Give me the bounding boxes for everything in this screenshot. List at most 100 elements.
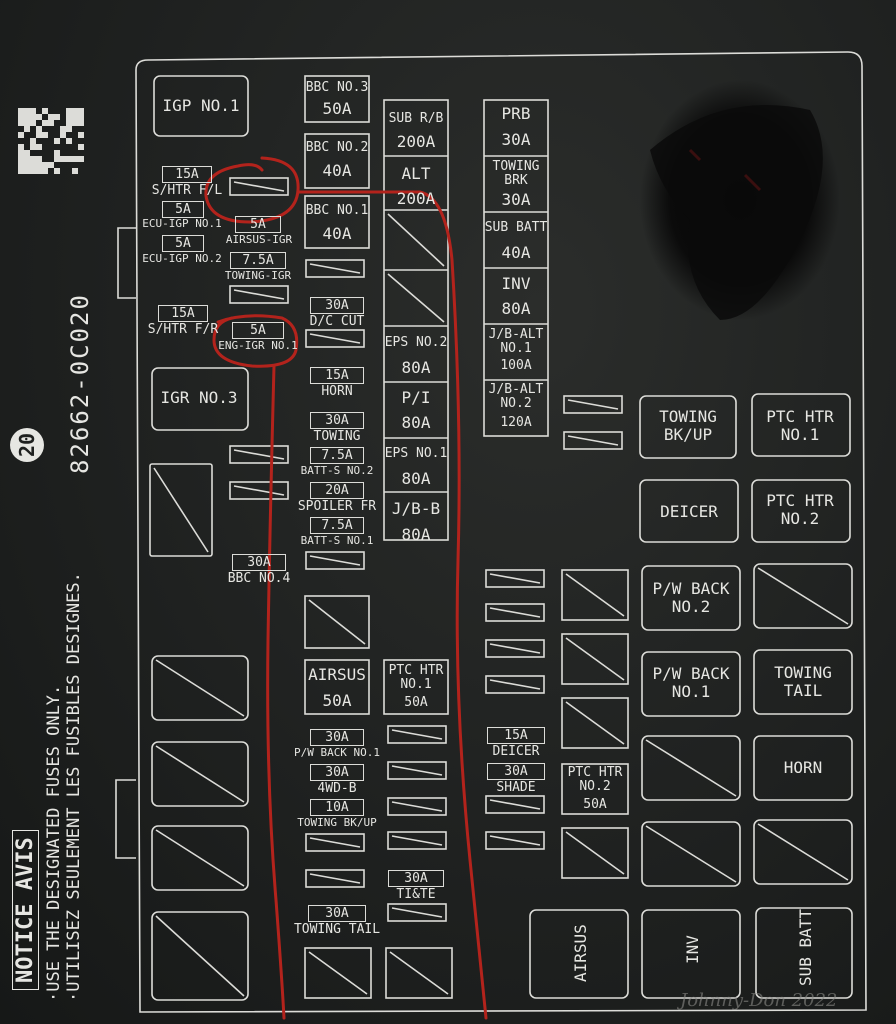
qr-module	[60, 132, 66, 138]
empty-mini-slot-diagonal	[309, 837, 361, 848]
qr-module	[42, 120, 48, 126]
empty-mini-slot	[485, 831, 545, 850]
empty-fuse-slot-diagonal	[565, 701, 625, 745]
qr-module	[78, 114, 84, 120]
fuse-4wd-amp: 30A	[310, 764, 364, 781]
empty-relay-slot-diagonal	[155, 745, 245, 803]
relay-ptc-htr-no2: PTC HTR NO.2	[766, 491, 834, 528]
fuse-ecu-igp2-amp: 5A	[162, 235, 204, 252]
qr-module	[54, 156, 60, 162]
empty-mini-slot-diagonal	[567, 435, 619, 446]
empty-mini-slot	[387, 831, 447, 850]
fuse-spoiler-amp: 20A	[310, 482, 364, 499]
qr-module	[30, 162, 36, 168]
empty-slot-diagonal	[387, 213, 445, 267]
empty-mini-slot-diagonal	[391, 801, 443, 812]
fuse-bbc2: BBC NO.2	[305, 140, 369, 155]
empty-fuse-slot	[561, 827, 629, 879]
relay-pw-back-no1: P/W BACK NO.1	[652, 664, 730, 701]
fuse-prb: PRB	[501, 104, 531, 123]
empty-mini-slot-diagonal	[489, 607, 541, 618]
fuse-jb-alt2-amp: 120A	[500, 415, 532, 430]
fuse-dc-cut: D/C CUT	[309, 314, 365, 329]
relay-ptc-htr-no1-box	[751, 393, 851, 457]
empty-mini-slot-diagonal	[233, 289, 285, 300]
fuse-towing-igr-amp: 7.5A	[230, 252, 286, 269]
qr-module	[18, 150, 24, 156]
qr-module	[18, 144, 24, 150]
fuse-pw-back1: P/W BACK NO.1	[293, 746, 381, 759]
fuse-bbc1: BBC NO.1	[305, 203, 369, 218]
empty-relay-slot	[641, 735, 741, 801]
qr-module	[30, 168, 36, 174]
fuse-jb-b-amp: 80A	[401, 525, 431, 544]
qr-module	[30, 114, 36, 120]
fuse-ptc-htr2-amp: 50A	[583, 797, 607, 812]
qr-module	[78, 132, 84, 138]
qr-module	[36, 156, 42, 162]
qr-module	[18, 108, 24, 114]
qr-module	[36, 114, 42, 120]
fuse-bbc3-amp: 50A	[322, 99, 352, 118]
empty-relay-slot-diagonal	[155, 659, 245, 717]
empty-fuse-slot-diagonal	[308, 951, 368, 995]
empty-mini-slot	[485, 795, 545, 814]
empty-mini-slot	[485, 569, 545, 588]
empty-mini-slot	[485, 675, 545, 694]
empty-mini-slot	[563, 431, 623, 450]
empty-relay-slot	[149, 463, 213, 557]
fuse-horn-amp: 15A	[310, 367, 364, 384]
fuse-shade-amp: 30A	[487, 763, 545, 780]
qr-module	[24, 126, 30, 132]
relay-deicer: DEICER	[660, 502, 718, 521]
empty-mini-slot-diagonal	[489, 573, 541, 584]
empty-relay-slot	[641, 821, 741, 887]
fuse-pw-back1-amp: 30A	[310, 729, 364, 746]
qr-module	[72, 168, 78, 174]
fuse-jb-alt1: J/B-ALT NO.1	[488, 327, 544, 357]
relay-deicer-box	[639, 479, 739, 543]
empty-relay-slot-diagonal	[757, 823, 849, 881]
empty-mini-slot	[387, 903, 447, 922]
qr-module	[72, 120, 78, 126]
qr-module	[54, 150, 60, 156]
fuse-bbc4-amp: 30A	[232, 554, 286, 571]
fuse-sub-rb-amp: 200A	[396, 132, 436, 151]
empty-mini-slot	[305, 259, 365, 278]
relay-towing-tail: TOWING TAIL	[774, 663, 832, 700]
qr-module	[48, 114, 54, 120]
qr-module	[24, 150, 30, 156]
panel-outline	[135, 51, 867, 1013]
qr-module	[42, 108, 48, 114]
empty-fuse-slot	[304, 595, 370, 649]
watermark: Johnny-Don 2022	[680, 990, 838, 1011]
empty-fuse-slot	[561, 569, 629, 621]
empty-mini-slot-diagonal	[391, 835, 443, 846]
qr-module	[48, 162, 54, 168]
fuse-prb-amp: 30A	[501, 130, 531, 149]
empty-relay-slot-diagonal	[155, 829, 245, 887]
qr-module	[72, 108, 78, 114]
qr-module	[54, 114, 60, 120]
fuse-pi-amp: 80A	[401, 413, 431, 432]
empty-fuse-slot	[561, 633, 629, 685]
fuse-dc-cut-amp: 30A	[310, 297, 364, 314]
fuse-ptc-htr2-box	[561, 763, 629, 815]
fuse-inv: INV	[501, 274, 531, 293]
qr-module	[18, 132, 24, 138]
qr-module	[78, 120, 84, 126]
fuse-airsus: AIRSUS	[308, 665, 366, 684]
relay-inv-box	[641, 909, 741, 999]
fuse-ptc-htr1-amp: 50A	[404, 695, 428, 710]
qr-module	[30, 156, 36, 162]
fuse-bbc3-box	[304, 75, 370, 123]
qr-module	[24, 162, 30, 168]
empty-mini-slot-diagonal	[233, 485, 285, 496]
relay-pw-back-no1-box	[641, 651, 741, 717]
relay-airsus-box	[529, 909, 629, 999]
empty-mini-slot	[229, 177, 289, 196]
empty-mini-slot-diagonal	[391, 765, 443, 776]
qr-module	[66, 114, 72, 120]
empty-fuse-slot-diagonal	[389, 951, 449, 995]
